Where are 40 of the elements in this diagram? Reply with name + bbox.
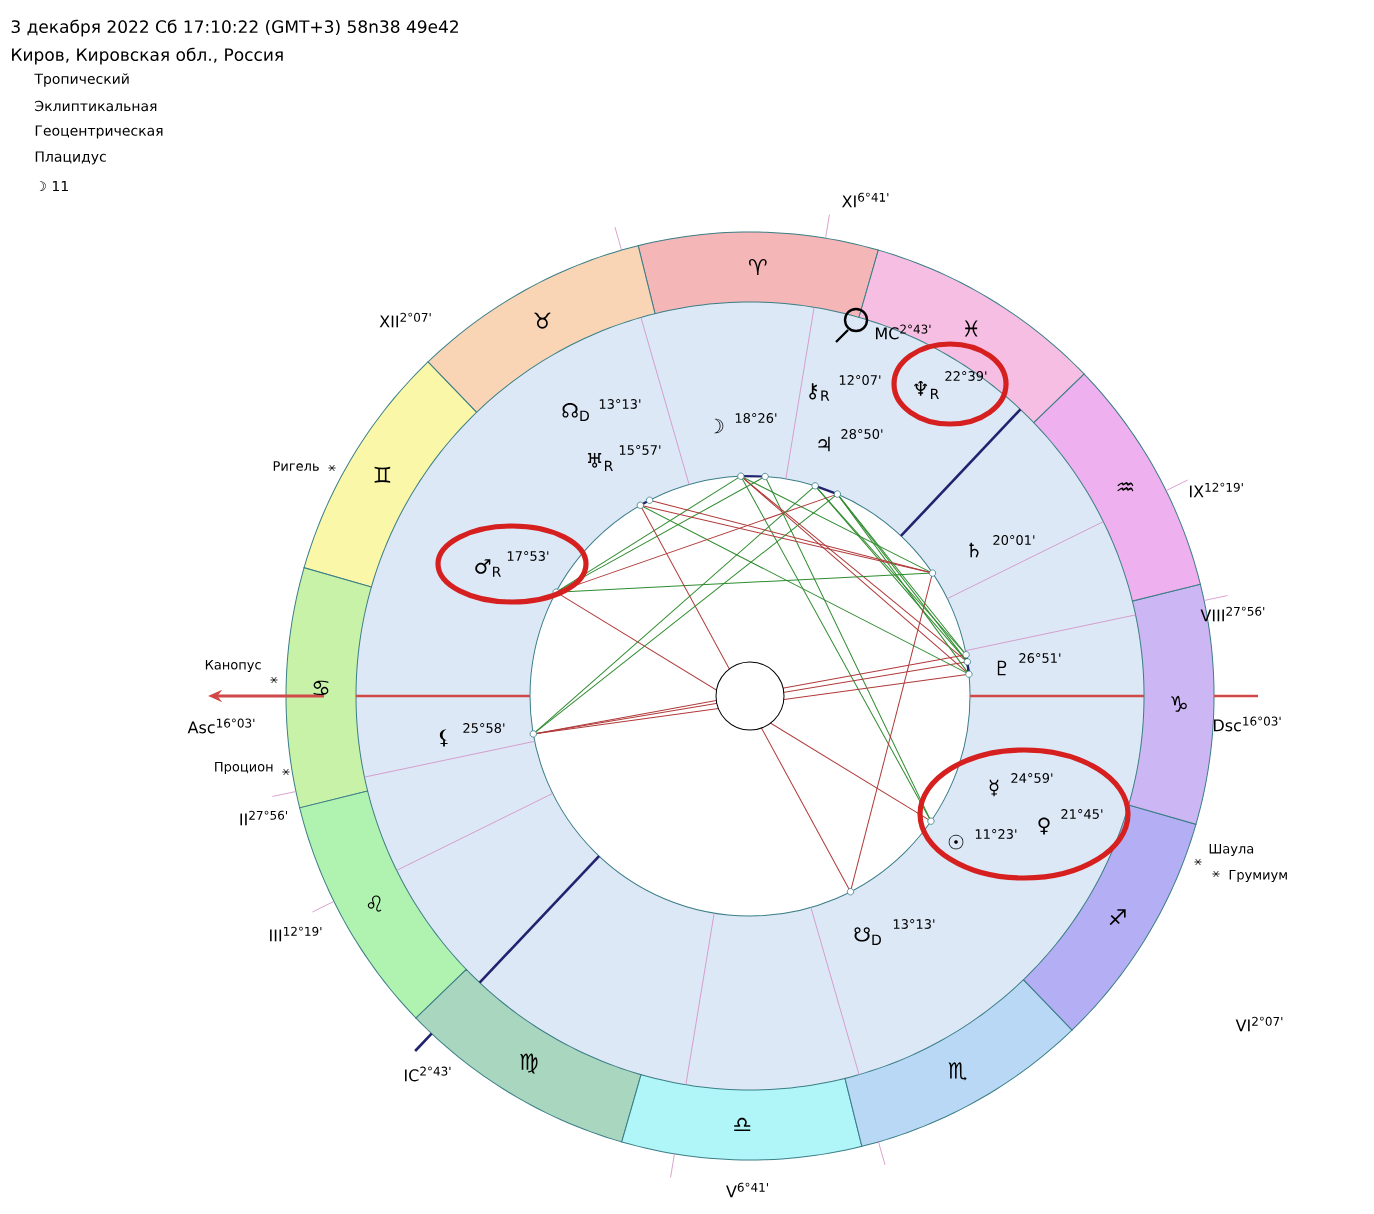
planet-glyph: ♆$_{R}$ xyxy=(914,381,939,399)
house-cusp-label: XII$^{2°07'}$ xyxy=(379,312,431,328)
house-cusp-label: Dsc$^{16°03'}$ xyxy=(1214,716,1281,732)
zodiac-sign-glyph: ♌ xyxy=(367,895,382,912)
planet-glyph: ♄ xyxy=(969,542,979,558)
planet-glyph: ♀ xyxy=(1038,817,1050,835)
zodiac-sign-glyph: ♈ xyxy=(748,258,767,276)
zodiac-sign-glyph: ♒ xyxy=(1117,482,1134,492)
header-text: Киров, Кировская обл., Россия xyxy=(12,47,283,65)
zodiac-sign-glyph: ♎ xyxy=(734,1117,751,1132)
house-cusp-label: IC$^{2°43'}$ xyxy=(405,1066,451,1082)
zodiac-sign-glyph: ♋ xyxy=(313,680,329,695)
zodiac-sign-glyph: ♊ xyxy=(374,466,391,483)
zodiac-sign-glyph: ♑ xyxy=(1171,695,1187,712)
zodiac-sign-glyph: ♏ xyxy=(948,1062,967,1081)
planet-glyph: ☿ xyxy=(989,779,999,797)
header-text: 3 декабря 2022 Сб 17:10:22 (GMT+3) 58n38 49e42 xyxy=(11,19,458,37)
house-cusp-label: VI$^{2°07'}$ xyxy=(1235,1016,1283,1032)
planet-glyph: ☉ xyxy=(948,834,964,850)
planet-glyph: ♂$_{R}$ xyxy=(475,559,501,577)
planet-glyph: ☋$_{D}$ xyxy=(854,927,881,945)
house-cusp-label: Asc$^{16°03'}$ xyxy=(187,718,255,734)
zodiac-sign-glyph: ♓ xyxy=(964,320,978,337)
house-cusp-label: II$^{27°56'}$ xyxy=(240,810,287,826)
zodiac-sign-glyph: ♍ xyxy=(520,1053,538,1074)
house-cusp-label: XI$^{6°41'}$ xyxy=(842,192,889,208)
planet-glyph: ♅$_{R}$ xyxy=(588,453,613,471)
house-cusp-label: III$^{12°19'}$ xyxy=(270,926,322,942)
zodiac-sign-glyph: ♐ xyxy=(1109,909,1126,926)
zodiac-sign-glyph: ♉ xyxy=(534,312,551,329)
planet-glyph: ☽ xyxy=(714,418,724,434)
planet-glyph: ♃ xyxy=(818,436,830,452)
house-cusp-label: VIII$^{27°56'}$ xyxy=(1200,606,1265,622)
house-cusp-label: IX$^{12°19'}$ xyxy=(1190,482,1243,498)
house-cusp-label: MC$^{2°43'}$ xyxy=(876,324,931,340)
planet-glyph: ⚷$_{R}$ xyxy=(809,383,830,401)
planet-glyph: ⚸ xyxy=(439,729,448,747)
planet-glyph: ♇ xyxy=(997,660,1007,676)
planet-glyph: ☊$_{D}$ xyxy=(562,403,589,421)
house-cusp-label: V$^{6°41'}$ xyxy=(726,1182,768,1198)
